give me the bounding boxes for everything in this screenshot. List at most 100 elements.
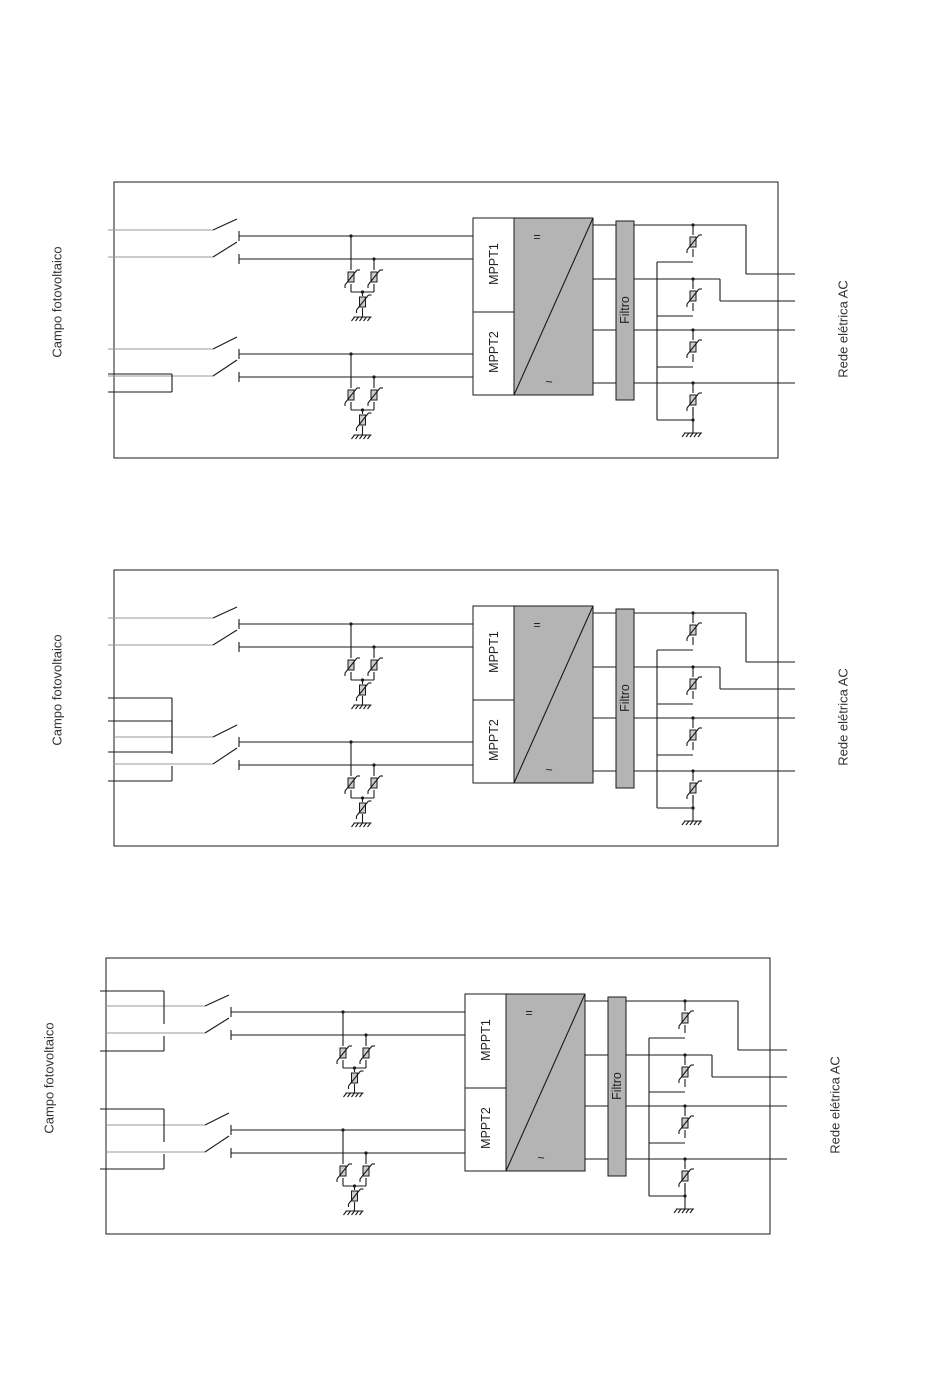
wire (686, 1209, 689, 1213)
wire (356, 823, 359, 827)
grid-outputs (634, 613, 795, 771)
wire (364, 823, 367, 827)
varistor-icon (360, 1164, 375, 1182)
ground-icon (352, 705, 372, 709)
system-frame (114, 570, 778, 846)
wire (678, 1209, 681, 1213)
dc-switch (205, 1136, 229, 1152)
varistor-icon (687, 393, 702, 411)
dc-switch (213, 725, 237, 737)
mppt1-label: MPPT1 (487, 631, 501, 673)
wire (368, 705, 371, 709)
dc-switch (213, 242, 237, 257)
varistor-icon (687, 677, 702, 695)
filter-label: Filtro (618, 684, 632, 712)
filter-label: Filtro (610, 1072, 624, 1100)
wire (694, 821, 697, 825)
wire (368, 435, 371, 439)
diagram-2-combiner (108, 721, 172, 781)
dc-switch (213, 219, 237, 230)
dc-switch (205, 1113, 229, 1125)
varistor-icon (337, 1164, 352, 1182)
ac-grid-label: Rede elétrica AC (836, 280, 851, 378)
varistor-icon (679, 1116, 694, 1134)
wire (690, 821, 693, 825)
mppt2-label: MPPT2 (487, 331, 501, 373)
diagram-3: Campo fotovoltaico Rede elétrica AC MPPT1M… (42, 958, 843, 1234)
varistor-icon (337, 1046, 352, 1064)
wire (682, 1209, 685, 1213)
wire (352, 1211, 355, 1215)
wire (698, 821, 701, 825)
wire (352, 435, 355, 439)
wire (682, 821, 685, 825)
wire (356, 435, 359, 439)
wire (364, 705, 367, 709)
dc-surge-protector (337, 1128, 375, 1215)
varistor-icon (345, 270, 360, 288)
ac-lines (585, 1001, 608, 1159)
dc-surge-protector (337, 1010, 375, 1097)
ground-icon (344, 1211, 364, 1215)
dc-switch (205, 995, 229, 1006)
mppt1-label: MPPT1 (487, 243, 501, 285)
varistor-icon (687, 340, 702, 358)
varistor-icon (345, 388, 360, 406)
pv-field-label: Campo fotovoltaico (50, 634, 65, 745)
varistor-icon (687, 728, 702, 746)
dc-symbol: = (533, 618, 540, 632)
wire (352, 317, 355, 321)
varistor-icon (687, 623, 702, 641)
varistor-icon (687, 235, 702, 253)
wire (344, 1093, 347, 1097)
varistor-icon (349, 1071, 364, 1089)
pv-field-label: Campo fotovoltaico (50, 246, 65, 357)
string-combiner (108, 374, 172, 752)
varistor-icon (679, 1065, 694, 1083)
system-frame (106, 958, 770, 1234)
dc-switch (205, 1018, 229, 1033)
dc-input-strings (108, 607, 473, 770)
ac-grid-label: Rede elétrica AC (828, 1056, 843, 1154)
grid-outputs (634, 225, 795, 383)
wire (368, 317, 371, 321)
varistor-icon (349, 1189, 364, 1207)
ground-icon (674, 1209, 694, 1213)
mppt2-label: MPPT2 (479, 1107, 493, 1149)
wire (360, 1211, 363, 1215)
diagram-3-combiner (100, 991, 164, 1169)
varistor-icon (345, 658, 360, 676)
mppt1-label: MPPT1 (479, 1019, 493, 1061)
wire (698, 433, 701, 437)
ac-lines (593, 225, 616, 383)
wire (364, 435, 367, 439)
pv-field-label: Campo fotovoltaico (42, 1022, 57, 1133)
wire (352, 705, 355, 709)
ac-grid-label: Rede elétrica AC (836, 668, 851, 766)
dc-switch (213, 607, 237, 618)
wire (356, 1211, 359, 1215)
ground-icon (352, 317, 372, 321)
varistor-icon (345, 776, 360, 794)
dc-input-strings (108, 219, 473, 382)
wire (690, 433, 693, 437)
wire (686, 821, 689, 825)
dc-switch (213, 360, 237, 376)
varistor-icon (368, 658, 383, 676)
varistor-icon (357, 295, 372, 313)
dc-switch (213, 337, 237, 349)
varistor-icon (679, 1011, 694, 1029)
wire (348, 1211, 351, 1215)
wire (694, 433, 697, 437)
grid-outputs (626, 1001, 787, 1159)
dc-surge-protector (345, 234, 383, 321)
wire (352, 1093, 355, 1097)
wire (348, 1093, 351, 1097)
dc-switch (213, 630, 237, 645)
ground-icon (682, 821, 702, 825)
wire (368, 823, 371, 827)
ac-symbol: ~ (545, 763, 552, 777)
ac-symbol: ~ (545, 375, 552, 389)
varistor-icon (368, 388, 383, 406)
